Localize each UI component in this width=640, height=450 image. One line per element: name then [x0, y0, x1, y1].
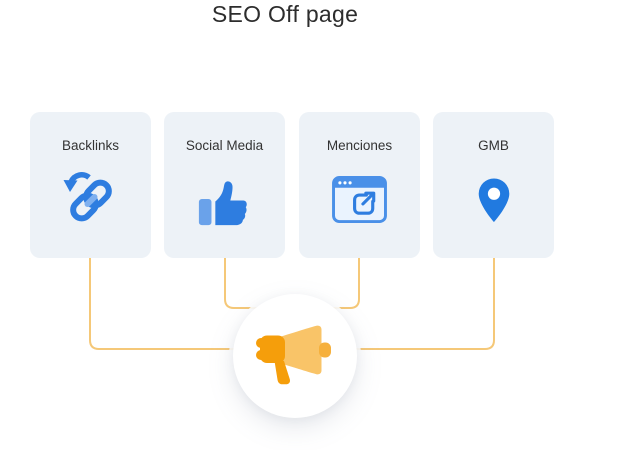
- browser-external-link-icon: [332, 168, 387, 232]
- card-menciones-label: Menciones: [326, 138, 393, 153]
- card-backlinks: Backlinks: [30, 112, 151, 258]
- card-social-media-label: Social Media: [185, 138, 264, 153]
- page-title: SEO Off page: [211, 1, 359, 27]
- map-pin-icon: [476, 168, 512, 232]
- thumbs-up-icon: [196, 168, 254, 232]
- backlinks-chain-icon: [60, 168, 122, 232]
- card-menciones: Menciones: [299, 112, 420, 258]
- central-hub-circle: [233, 294, 357, 418]
- card-backlinks-label: Backlinks: [61, 138, 120, 153]
- card-social-media: Social Media: [164, 112, 285, 258]
- megaphone-icon: [256, 325, 334, 387]
- card-gmb: GMB: [433, 112, 554, 258]
- card-gmb-label: GMB: [478, 138, 509, 153]
